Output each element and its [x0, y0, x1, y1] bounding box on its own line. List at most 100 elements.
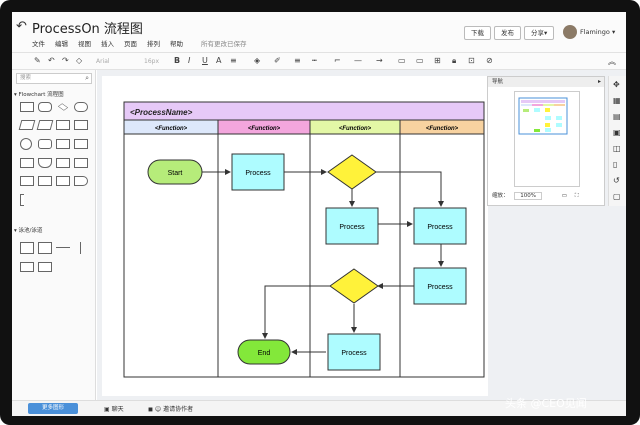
underline-button[interactable]: U	[202, 56, 208, 65]
shape-parallelogram[interactable]	[36, 120, 54, 130]
line-color-icon[interactable]: ✐	[274, 56, 281, 65]
publish-button[interactable]: 发布	[494, 26, 521, 40]
shape-lane-h[interactable]	[38, 262, 52, 272]
process-node-4[interactable]	[413, 267, 467, 305]
navigator-icon[interactable]: ✥	[613, 80, 620, 89]
eraser-icon[interactable]: ◇	[76, 56, 83, 65]
diagram-page[interactable]: <ProcessName> <Function> <Function> <Fun…	[102, 76, 488, 396]
style-icon[interactable]: ▦	[613, 96, 621, 105]
line-start-icon[interactable]: —	[354, 56, 362, 65]
comment-icon[interactable]: ▢	[613, 192, 621, 201]
start-node[interactable]	[147, 159, 203, 185]
align-icon[interactable]: ≡	[230, 56, 237, 65]
menu-help[interactable]: 帮助	[170, 40, 183, 48]
decision-node-1[interactable]	[327, 154, 377, 190]
chat-button[interactable]: ▣ 聊天	[104, 406, 124, 413]
navigator-header[interactable]: 导航▸	[488, 77, 604, 87]
shape-storage[interactable]	[56, 139, 70, 149]
undo-icon[interactable]: ↶	[48, 56, 55, 65]
shape-diamond[interactable]	[57, 103, 69, 111]
shape-data[interactable]	[18, 120, 36, 130]
shape-merge[interactable]	[56, 176, 70, 186]
collapse-icon[interactable]: ︽	[608, 57, 616, 66]
more-shapes-button[interactable]: 更多图形	[28, 403, 78, 414]
search-input[interactable]: 搜索⌕	[16, 73, 92, 84]
section-swimlane[interactable]: ▾ 泳池/泳道	[14, 228, 43, 234]
decision-node-2[interactable]	[329, 268, 379, 304]
shape-or[interactable]	[74, 176, 88, 186]
menu-edit[interactable]: 编辑	[55, 40, 68, 48]
lock-icon[interactable]: 🔒︎	[452, 56, 457, 65]
shape-document[interactable]	[56, 120, 70, 130]
shape-prep[interactable]	[74, 158, 88, 168]
arrange-icon[interactable]: ⊞	[434, 56, 441, 65]
fill-color-icon[interactable]: ◈	[254, 56, 261, 65]
share-button[interactable]: 分享▾	[524, 26, 555, 40]
document-title[interactable]: ProcessOn 流程图	[32, 22, 143, 37]
line-end-icon[interactable]: →	[376, 56, 383, 65]
back-arrow-icon[interactable]: ↶	[16, 19, 27, 34]
connector[interactable]	[376, 171, 444, 207]
group-icon[interactable]: ⊡	[468, 56, 475, 65]
layer-icon[interactable]: ◫	[613, 144, 621, 153]
fit-page-icon[interactable]: ▭	[561, 193, 567, 199]
lane-header-4[interactable]	[399, 119, 485, 135]
back-icon[interactable]: ▭	[416, 56, 424, 65]
shape-loop[interactable]	[38, 158, 52, 168]
connector-icon[interactable]: ⌐	[334, 56, 341, 65]
shape-separator-v[interactable]	[80, 242, 81, 254]
shape-pool-horizontal[interactable]	[38, 242, 52, 254]
zoom-input[interactable]: 100%	[514, 192, 542, 200]
shape-offpage[interactable]	[20, 176, 34, 186]
page-icon[interactable]: ▣	[613, 128, 621, 137]
front-icon[interactable]: ▭	[398, 56, 406, 65]
shape-lane-v[interactable]	[20, 262, 34, 272]
process-node-2[interactable]	[325, 207, 379, 245]
end-node[interactable]	[237, 339, 291, 365]
shape-pool-vertical[interactable]	[20, 242, 34, 254]
section-flowchart[interactable]: ▾ Flowchart 流程图	[14, 92, 64, 98]
swimlane-diagram[interactable]: <ProcessName> <Function> <Function> <Fun…	[102, 76, 488, 396]
menu-file[interactable]: 文件	[32, 40, 45, 48]
navigator-thumbnail[interactable]	[514, 91, 580, 187]
font-color-button[interactable]: A	[216, 56, 222, 65]
shape-card[interactable]	[74, 139, 88, 149]
download-button[interactable]: 下载	[464, 26, 491, 40]
shape-delay[interactable]	[38, 176, 52, 186]
link-icon[interactable]: ⊘	[486, 56, 493, 65]
invite-button[interactable]: ◼ ☺ 邀请协作者	[148, 406, 194, 413]
history-icon[interactable]: ↺	[613, 176, 620, 185]
menu-arrange[interactable]: 排列	[147, 40, 160, 48]
user-menu[interactable]: Flamingo ▾	[580, 28, 616, 36]
shape-predefined[interactable]	[74, 120, 88, 130]
document-icon[interactable]: ▯	[613, 160, 618, 169]
font-size-select[interactable]: 16px	[144, 58, 159, 65]
menu-view[interactable]: 视图	[78, 40, 91, 48]
shape-manual-input[interactable]	[20, 158, 34, 168]
redo-icon[interactable]: ↷	[62, 56, 69, 65]
connector[interactable]	[262, 285, 330, 339]
close-icon[interactable]: ▸	[597, 78, 601, 85]
format-painter-icon[interactable]: ✎	[34, 56, 41, 65]
shape-rect[interactable]	[20, 102, 34, 112]
shape-display[interactable]	[38, 139, 52, 149]
shape-terminator[interactable]	[74, 102, 88, 112]
format-icon[interactable]: ▤	[613, 112, 621, 121]
avatar[interactable]	[563, 25, 577, 39]
process-node-5[interactable]	[327, 333, 381, 371]
shape-rounded-rect[interactable]	[38, 102, 52, 112]
italic-button[interactable]: I	[188, 56, 191, 65]
menu-page[interactable]: 页面	[124, 40, 137, 48]
bold-button[interactable]: B	[174, 56, 181, 65]
line-style-icon[interactable]: ┅	[312, 56, 317, 65]
fullscreen-icon[interactable]: ⛶	[574, 193, 579, 199]
process-node-1[interactable]	[231, 153, 285, 191]
shape-circle[interactable]	[20, 138, 32, 150]
shape-manual-op[interactable]	[56, 158, 70, 168]
font-family-select[interactable]: Arial	[96, 58, 110, 65]
shape-annotation[interactable]	[20, 194, 24, 206]
menu-insert[interactable]: 插入	[101, 40, 114, 48]
line-width-icon[interactable]: ≡	[294, 56, 301, 65]
process-node-3[interactable]	[413, 207, 467, 245]
shape-separator-h[interactable]	[56, 247, 70, 248]
